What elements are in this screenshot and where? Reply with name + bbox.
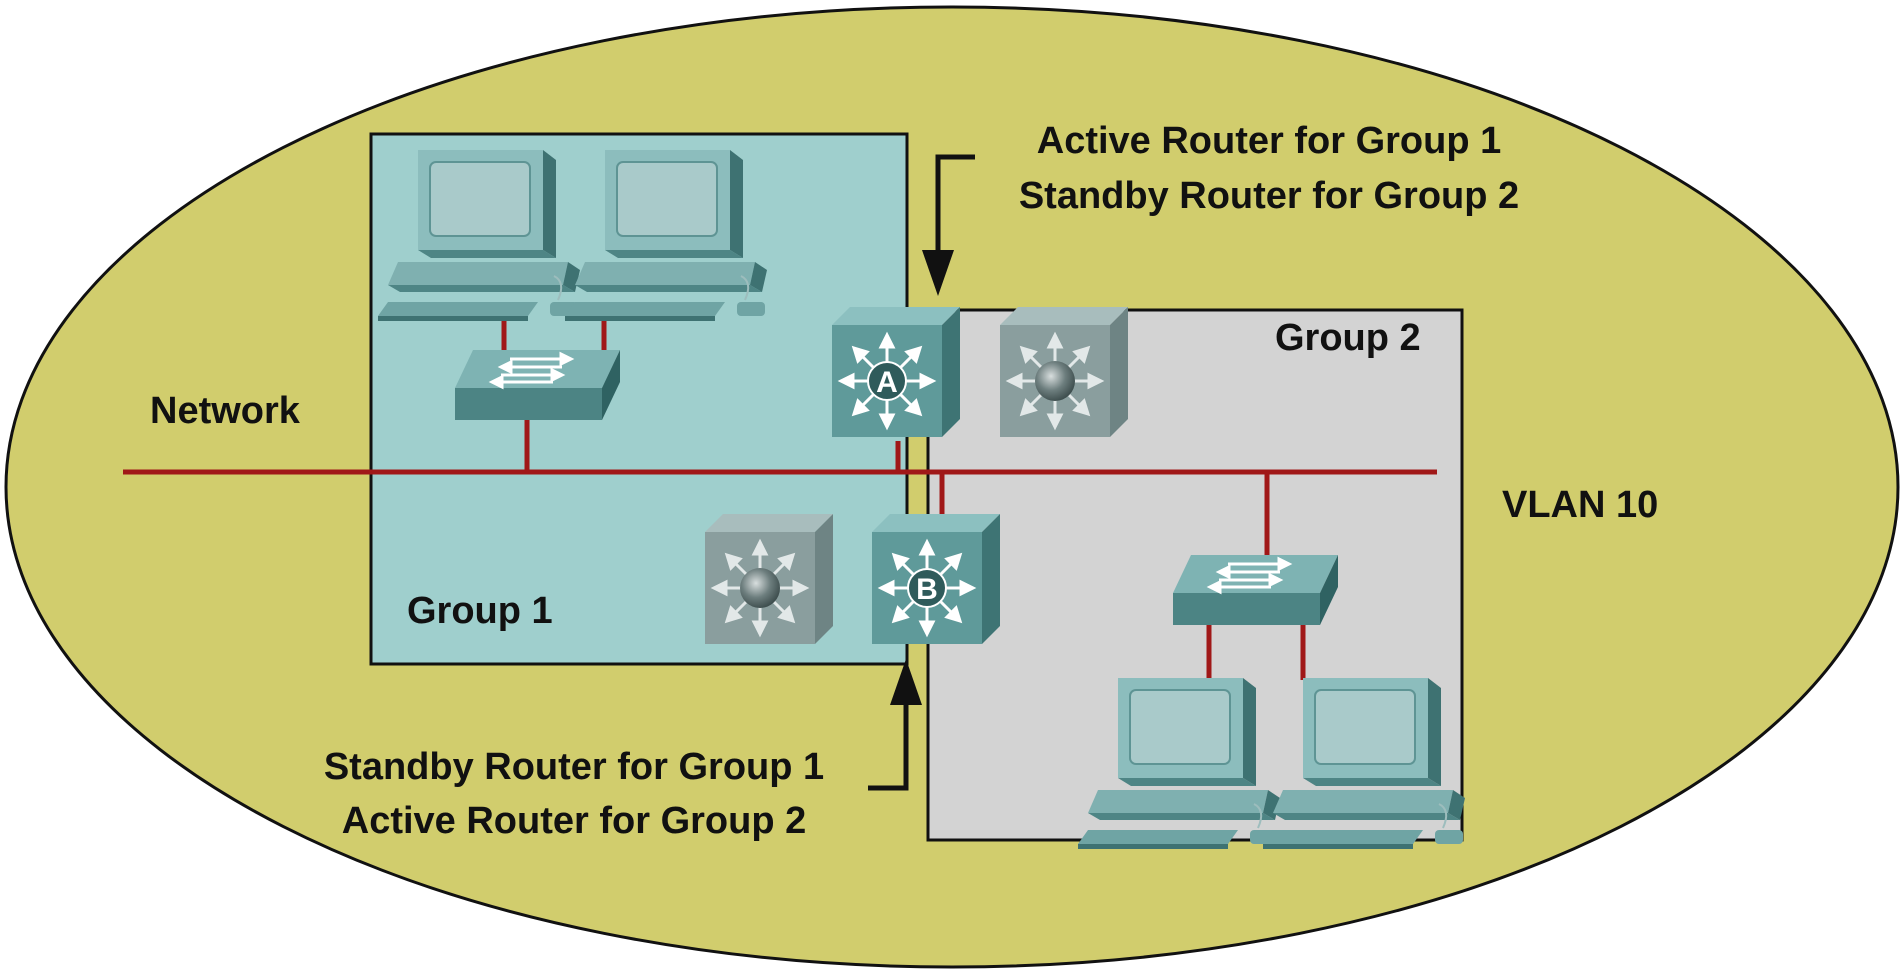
router-b-role-line1: Standby Router for Group 1 (324, 746, 824, 788)
router-b-icon: B (870, 512, 1002, 646)
router-standby-icon (705, 514, 833, 644)
router-a-role-line2: Standby Router for Group 2 (1019, 175, 1519, 217)
router-b-label: B (916, 573, 938, 606)
switch-icon (453, 348, 622, 422)
vlan-label: VLAN 10 (1502, 484, 1658, 526)
router-a-role-line1: Active Router for Group 1 (1037, 120, 1502, 162)
switch-icon (1171, 553, 1340, 627)
arrow-icon (935, 154, 975, 258)
arrow-icon (868, 698, 909, 791)
network-label: Network (150, 390, 301, 432)
arrow-head-icon (890, 659, 922, 705)
group-2-label: Group 2 (1275, 317, 1421, 359)
arrow-head-icon (922, 250, 954, 296)
router-a-label: A (876, 366, 898, 399)
router-a-icon: A (830, 305, 962, 439)
group-1-label: Group 1 (407, 590, 553, 632)
router-standby-icon (1000, 307, 1128, 437)
router-b-role-line2: Active Router for Group 2 (342, 800, 807, 842)
